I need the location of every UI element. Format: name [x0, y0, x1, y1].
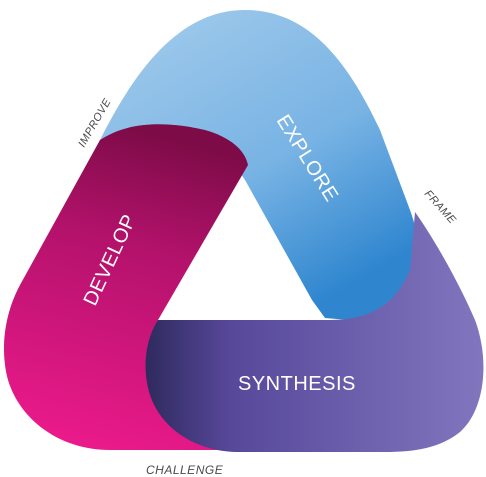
frame-label: FRAME	[422, 188, 458, 227]
synthesis-label: SYNTHESIS	[238, 373, 356, 395]
explore-segment	[100, 10, 418, 320]
synthesis-segment	[145, 212, 484, 452]
develop-segment	[4, 124, 248, 451]
challenge-label: CHALLENGE	[146, 463, 224, 477]
